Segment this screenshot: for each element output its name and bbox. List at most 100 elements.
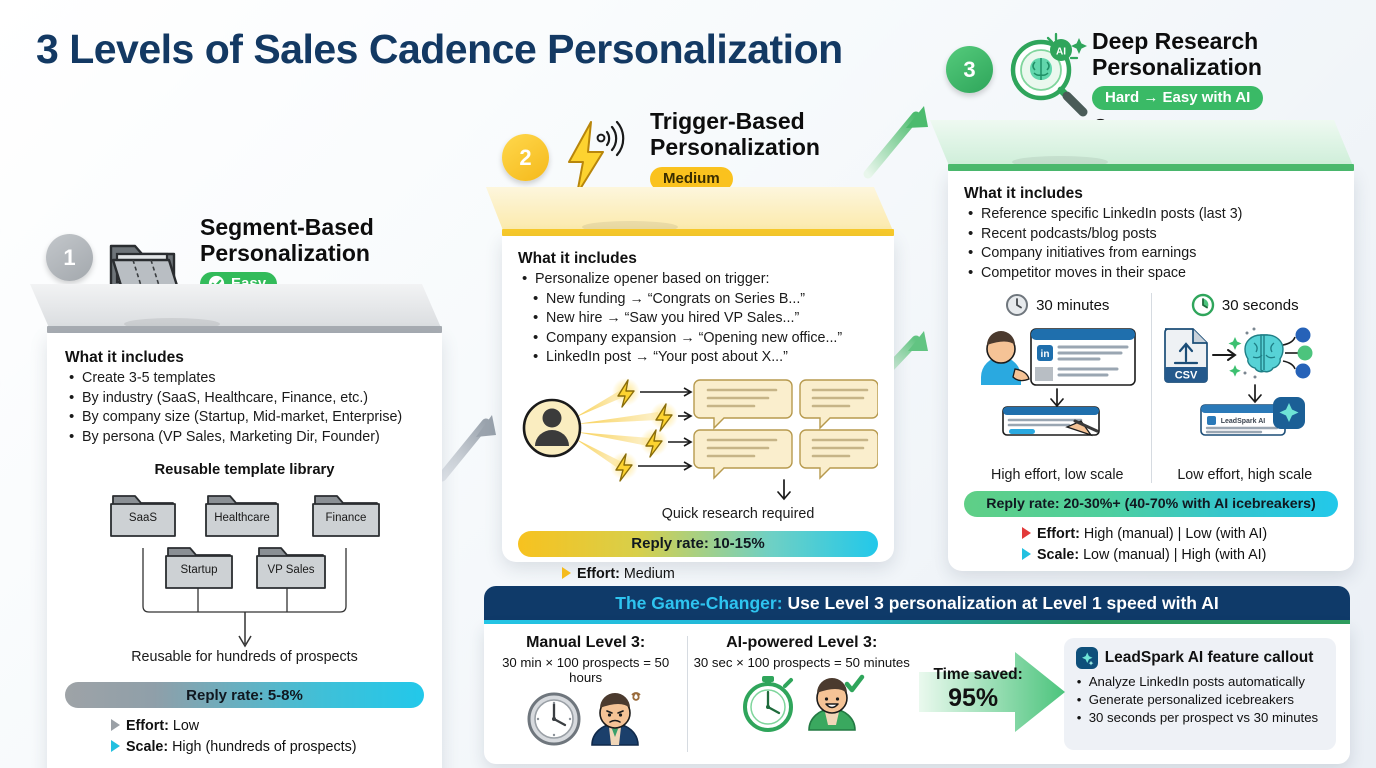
list-item: Personalize opener based on trigger:	[518, 269, 878, 290]
level-2-title-line1: Trigger-Based	[650, 108, 805, 134]
analog-clock-icon	[527, 692, 581, 746]
list-item: Recent podcasts/blog posts	[964, 224, 1338, 245]
comparison-divider	[1150, 293, 1152, 483]
folder-finance: Finance	[309, 488, 383, 540]
level-1-effort-label: Effort:	[126, 718, 169, 734]
clock-green-icon	[1191, 293, 1215, 317]
level-3-effort-label: Effort:	[1037, 526, 1080, 542]
level-1-diagram-caption: Reusable for hundreds of prospects	[131, 649, 358, 665]
connector-arrow-2-3	[863, 106, 928, 179]
level-1-number: 1	[46, 234, 93, 281]
callout-title: LeadSpark AI feature callout	[1104, 649, 1314, 666]
list-item: Competitor moves in their space	[964, 263, 1338, 284]
down-arrow-icon	[777, 478, 791, 500]
level-3-scale-value: Low (manual) | High (with AI)	[1083, 547, 1267, 563]
manual-research-illustration: in	[981, 328, 1137, 437]
card-3-lip	[948, 164, 1354, 171]
folder-icon	[256, 547, 326, 589]
level-2-title-line2: Personalization	[650, 134, 820, 160]
sparkle-icon	[1082, 652, 1094, 666]
folder-icon	[110, 495, 176, 537]
list-item: New funding → “Congrats on Series B...”	[518, 289, 878, 310]
level-3-scale-label: Scale:	[1037, 547, 1080, 563]
triangle-bullet-icon	[111, 740, 120, 752]
banner-accent-strip	[484, 620, 1350, 624]
trigger-diagram	[518, 374, 878, 500]
level-3-comparison: 30 minutes in	[964, 293, 1338, 483]
level-2-includes-list: Personalize opener based on trigger: New…	[518, 269, 878, 368]
banner-divider	[687, 636, 689, 752]
folder-label: Startup	[180, 564, 218, 576]
folder-stack-icon	[109, 244, 181, 294]
level-1-scale-value: High (hundreds of prospects)	[172, 739, 357, 755]
svg-text:LeadSpark AI: LeadSpark AI	[1221, 418, 1266, 425]
time-saved-arrow: Time saved: 95%	[915, 624, 1066, 764]
list-item: New hire → “Saw you hired VP Sales...”	[518, 308, 878, 329]
folder-vp-sales: VP Sales	[253, 540, 329, 592]
svg-text:in: in	[1041, 349, 1050, 360]
level-1-reply-rate-bar: Reply rate: 5-8%	[65, 682, 424, 708]
folder-icon	[312, 495, 380, 537]
folder-label: Finance	[325, 512, 367, 524]
card-2-3d-top	[486, 187, 894, 233]
folder-icon	[205, 495, 279, 537]
level-3-effort-row: Effort: High (manual) | Low (with AI)	[1022, 525, 1338, 544]
level-1-diagram-title: Reusable template library	[154, 462, 335, 478]
level-3-title-line1: Deep Research	[1092, 28, 1259, 54]
list-item: Create 3-5 templates	[65, 368, 424, 389]
frustrated-person-icon	[590, 692, 641, 746]
level-3-reply-rate-text: Reply rate: 20-30%+ (40-70% with AI iceb…	[986, 496, 1316, 512]
ai-research-icon: AI	[1010, 32, 1088, 117]
banner-manual-column: Manual Level 3: 30 min × 100 prospects =…	[484, 624, 687, 764]
trigger-flow-svg	[522, 377, 878, 482]
card-1-body: What it includes Create 3-5 templates By…	[47, 333, 442, 768]
clock-grey-icon	[1006, 294, 1029, 316]
leadspark-callout: LeadSpark AI feature callout Analyze Lin…	[1063, 638, 1336, 750]
level-1-title-line1: Segment-Based	[200, 214, 374, 240]
level-1-scale-label: Scale:	[126, 739, 169, 755]
folder-label: SaaS	[128, 512, 158, 524]
arrow-right-shape	[919, 652, 1066, 732]
level-1-includes-heading: What it includes	[65, 349, 184, 366]
level-3-badge-label: Hard → Easy with AI	[1105, 89, 1251, 106]
banner-ai-column: AI-powered Level 3: 30 sec × 100 prospec…	[688, 624, 915, 764]
level-3-includes-heading: What it includes	[964, 185, 1083, 202]
callout-title-row: LeadSpark AI feature callout	[1075, 647, 1324, 669]
level-3-difficulty-badge: Hard → Easy with AI	[1092, 86, 1264, 110]
banner-headline-accent: The Game-Changer:	[615, 592, 783, 613]
time-saved-value: 95%	[948, 684, 999, 712]
list-item: By company size (Startup, Mid-market, En…	[65, 407, 424, 428]
card-3-3d-top	[930, 120, 1354, 168]
level-1-effort-row: Effort: Low	[111, 717, 424, 736]
ai-column: 30 seconds CSV	[1152, 293, 1339, 483]
level-1-effort-value: Low	[172, 718, 200, 734]
list-item: Analyze LinkedIn posts automatically	[1076, 673, 1324, 691]
list-item: Generate personalized icebreakers	[1076, 691, 1324, 709]
level-3-reply-rate-bar: Reply rate: 20-30%+ (40-70% with AI iceb…	[964, 491, 1338, 517]
manual-caption: High effort, low scale	[991, 467, 1124, 483]
level-1-title-line2: Personalization	[200, 240, 370, 266]
level-2-diagram-caption: Quick research required	[661, 505, 815, 522]
banner-headline: The Game-Changer: Use Level 3 personaliz…	[484, 586, 1350, 620]
level-2-effort-value: Medium	[623, 565, 675, 582]
level-3-includes-list: Reference specific LinkedIn posts (last …	[964, 204, 1338, 284]
folder-startup: Startup	[162, 540, 236, 592]
level-3-number: 3	[946, 46, 993, 93]
level-1-scale-row: Scale: High (hundreds of prospects)	[111, 738, 424, 757]
list-item: By persona (VP Sales, Marketing Dir, Fou…	[65, 427, 424, 448]
banner-manual-math: 30 min × 100 prospects = 50 hours	[502, 655, 670, 685]
triangle-bullet-icon	[1022, 548, 1031, 560]
stopwatch-icon	[742, 676, 793, 732]
folder-healthcare: Healthcare	[202, 488, 282, 540]
list-item: Reference specific LinkedIn posts (last …	[964, 204, 1338, 225]
svg-text:CSV: CSV	[1174, 370, 1197, 382]
svg-text:AI: AI	[1056, 47, 1066, 58]
banner-manual-title: Manual Level 3:	[526, 634, 646, 651]
level-2-reply-rate-text: Reply rate: 10-15%	[631, 535, 765, 552]
folder-label: VP Sales	[267, 564, 315, 576]
banner-ai-math: 30 sec × 100 prospects = 50 minutes	[693, 655, 910, 670]
game-changer-banner: The Game-Changer: Use Level 3 personaliz…	[484, 586, 1350, 764]
manual-time-label: 30 minutes	[1036, 296, 1110, 314]
list-item: 30 seconds per prospect vs 30 minutes	[1076, 709, 1324, 727]
